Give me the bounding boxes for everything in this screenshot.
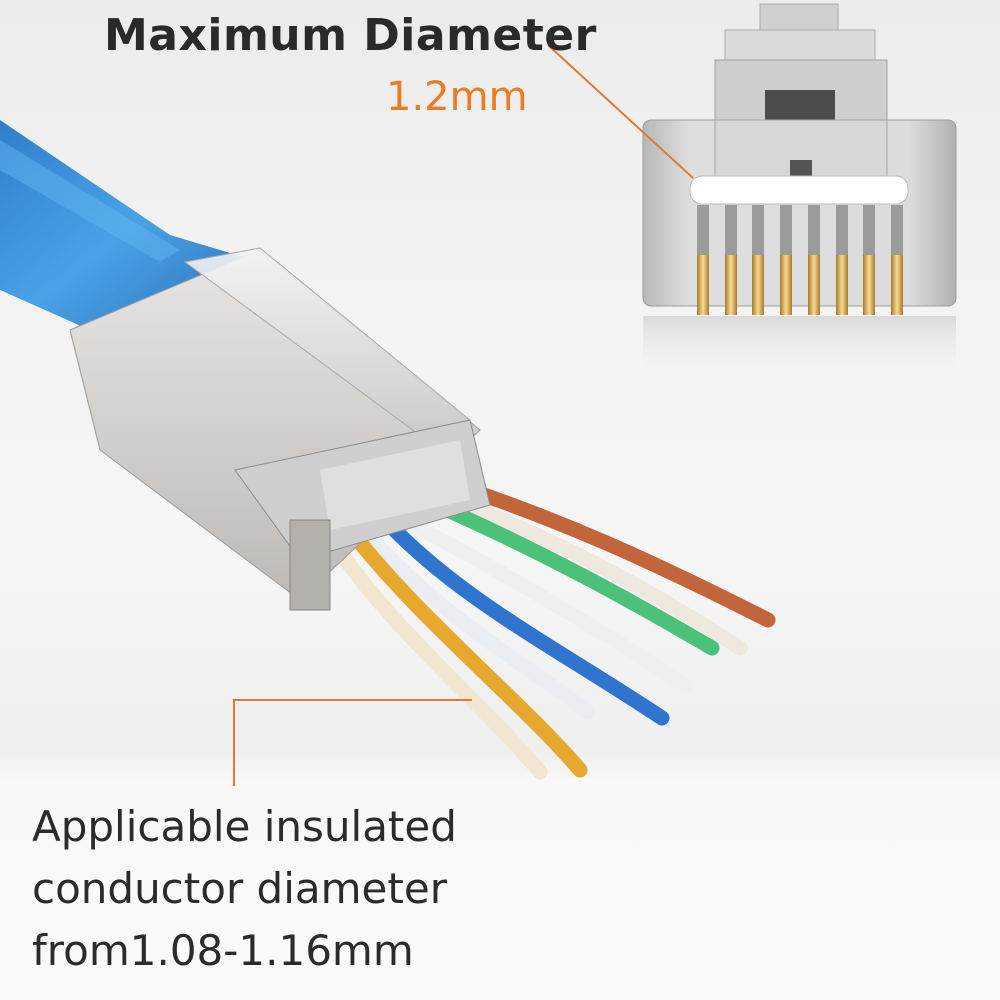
spec-line-1: Applicable insulated xyxy=(32,802,457,851)
spec-line-2: conductor diameter xyxy=(32,864,447,913)
spec-line-3: from1.08-1.16mm xyxy=(32,926,414,975)
twisted-pair-wires xyxy=(317,477,776,780)
callout-lines xyxy=(233,44,694,786)
gold-contacts xyxy=(697,205,903,315)
conductor-diameter-spec: Applicable insulated conductor diameter … xyxy=(32,796,457,982)
max-diameter-title: Maximum Diameter xyxy=(104,10,597,61)
max-diameter-leader-line xyxy=(547,44,694,179)
rj45-front-view xyxy=(642,3,957,376)
max-diameter-value: 1.2mm xyxy=(386,74,528,120)
rj45-shielded-plug xyxy=(69,247,491,611)
conductor-leader-line xyxy=(233,699,472,786)
